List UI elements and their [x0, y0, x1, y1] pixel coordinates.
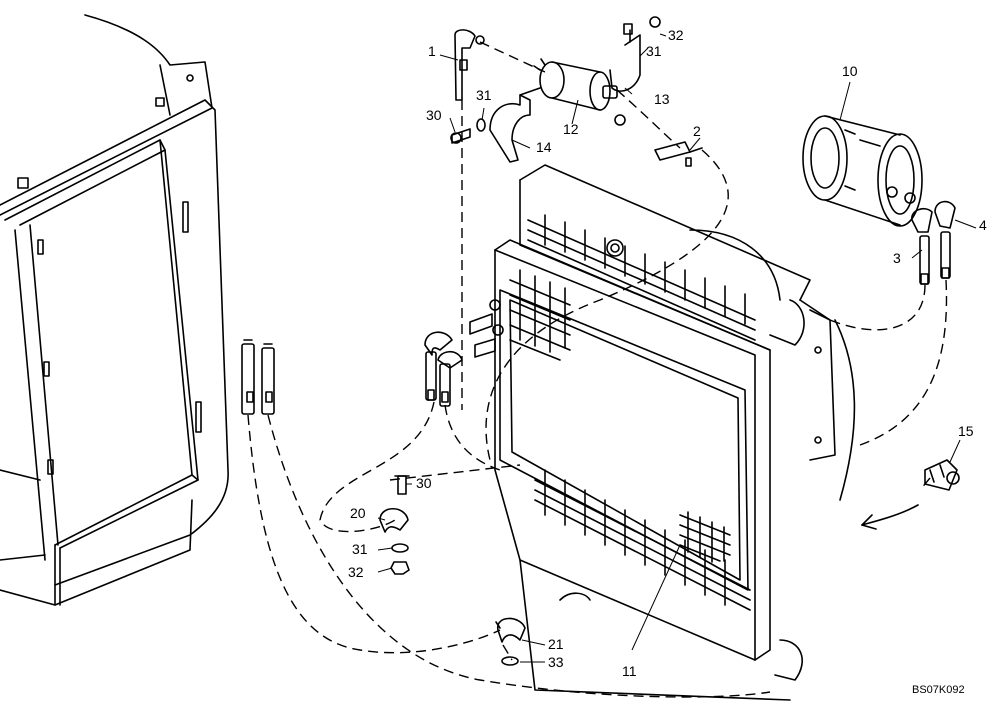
- callout-32-nut: 32: [348, 564, 364, 580]
- callout-13: 13: [654, 91, 670, 107]
- callout-20: 20: [350, 505, 366, 521]
- callout-30: 30: [426, 107, 442, 123]
- cab-hoses-drawing: [241, 339, 275, 415]
- callout-33: 33: [548, 654, 564, 670]
- condenser-radiator-drawing: [494, 164, 856, 701]
- callout-12: 12: [563, 121, 579, 137]
- callout-1: 1: [428, 43, 436, 59]
- callout-32: 32: [668, 27, 684, 43]
- direction-arrow: [861, 504, 919, 530]
- callout-31: 31: [646, 43, 662, 59]
- callout-31-washer: 31: [476, 87, 492, 103]
- machine-frame-drawing: [0, 14, 229, 606]
- callout-2: 2: [693, 123, 701, 139]
- callout-3: 3: [893, 250, 901, 266]
- callout-10: 10: [842, 63, 858, 79]
- compressor-drawing: [802, 115, 956, 285]
- callout-31-lower: 31: [352, 541, 368, 557]
- drawing-code: BS07K092: [912, 684, 965, 696]
- callout-21: 21: [548, 636, 564, 652]
- callout-14: 14: [536, 139, 552, 155]
- callout-30-bolt: 30: [416, 475, 432, 491]
- hose-routing-lines: [247, 41, 948, 698]
- callout-15: 15: [958, 423, 974, 439]
- clamp-hardware-drawing: [379, 475, 526, 666]
- tee-fitting-drawing: [924, 459, 960, 491]
- callout-11: 11: [622, 663, 637, 679]
- callout-4: 4: [979, 217, 987, 233]
- receiver-drier-drawing: [450, 16, 703, 167]
- leader-lines: [377, 33, 977, 663]
- condenser-fittings-drawing: [424, 299, 504, 407]
